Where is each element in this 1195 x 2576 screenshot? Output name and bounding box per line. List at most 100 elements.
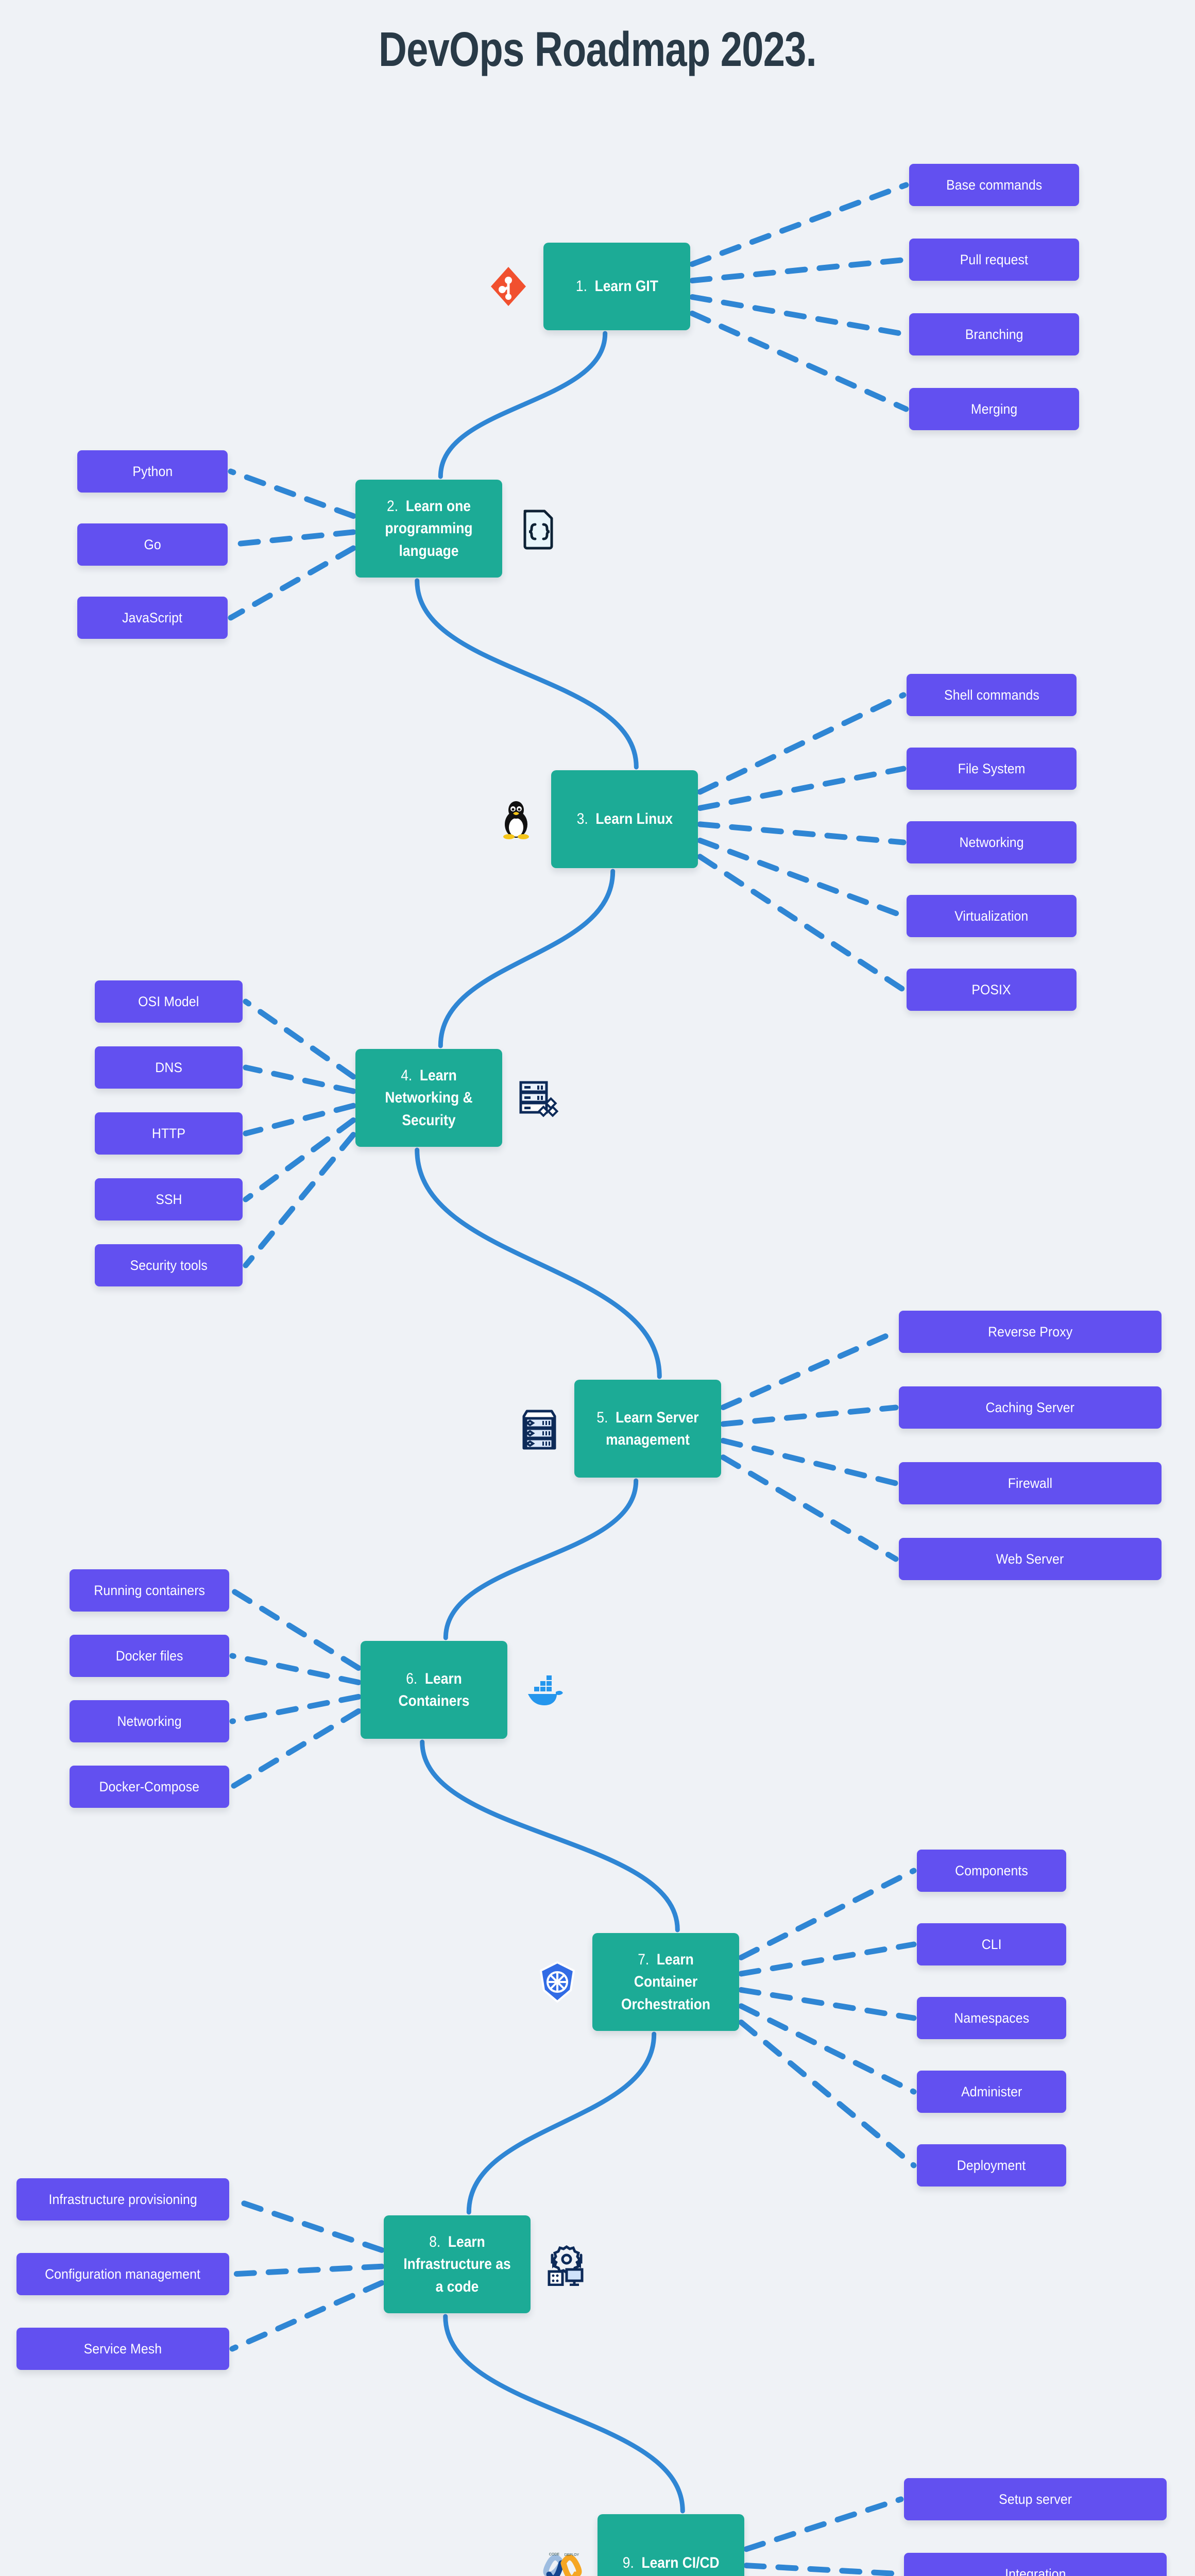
step-number: 7. bbox=[638, 1951, 657, 1968]
step-label: Learn Containers bbox=[398, 1670, 470, 1710]
leaf-label: Python bbox=[132, 463, 173, 479]
leaf-label: Docker-Compose bbox=[99, 1778, 200, 1794]
leaf-label: Docker files bbox=[115, 1648, 183, 1664]
leaf-label: Infrastructure provisioning bbox=[48, 2191, 197, 2207]
leaf-node[interactable]: POSIX bbox=[907, 969, 1077, 1011]
step-label: Learn Networking & Security bbox=[385, 1066, 473, 1129]
leaf-label: Running containers bbox=[94, 1582, 205, 1598]
step-number: 2. bbox=[387, 497, 406, 515]
server-rack-icon bbox=[518, 1407, 561, 1450]
leaf-node[interactable]: OSI Model bbox=[95, 980, 243, 1023]
leaf-node[interactable]: JavaScript bbox=[77, 597, 228, 639]
leaf-node[interactable]: Base commands bbox=[909, 164, 1079, 206]
step-number: 8. bbox=[429, 2233, 448, 2250]
leaf-label: Shell commands bbox=[944, 687, 1039, 703]
leaf-label: Deployment bbox=[957, 2157, 1026, 2173]
leaf-label: Administer bbox=[961, 2083, 1022, 2099]
step-node-1[interactable]: 1. Learn GIT bbox=[543, 243, 690, 330]
leaf-node[interactable]: Integration bbox=[904, 2553, 1167, 2576]
step-number: 5. bbox=[596, 1409, 616, 1426]
leaf-label: CLI bbox=[981, 1936, 1002, 1952]
leaf-label: Firewall bbox=[1008, 1475, 1053, 1491]
step-label: Learn Container Orchestration bbox=[621, 1951, 711, 2013]
svg-text:CODE: CODE bbox=[549, 2553, 560, 2556]
leaf-label: POSIX bbox=[971, 981, 1012, 997]
leaf-label: File System bbox=[958, 760, 1026, 776]
step-node-6[interactable]: 6. Learn Containers bbox=[361, 1641, 507, 1739]
step-label: Learn Infrastructure as a code bbox=[403, 2233, 511, 2295]
leaf-label: Components bbox=[955, 1862, 1028, 1878]
step-node-9[interactable]: 9. Learn CI/CD bbox=[598, 2514, 744, 2576]
leaf-label: Service Mesh bbox=[83, 2341, 162, 2357]
svg-text:DEPLOY: DEPLOY bbox=[565, 2553, 579, 2557]
leaf-label: SSH bbox=[155, 1191, 182, 1207]
step-number: 1. bbox=[575, 278, 595, 295]
step-node-3[interactable]: 3. Learn Linux bbox=[551, 770, 698, 868]
leaf-node[interactable]: Deployment bbox=[917, 2144, 1066, 2187]
step-node-5[interactable]: 5. Learn Server management bbox=[574, 1380, 721, 1478]
leaf-node[interactable]: Web Server bbox=[899, 1538, 1162, 1580]
network-server-icon bbox=[517, 1076, 560, 1120]
leaf-label: Merging bbox=[970, 401, 1018, 417]
leaf-label: Setup server bbox=[999, 2491, 1072, 2507]
leaf-node[interactable]: Caching Server bbox=[899, 1386, 1162, 1429]
leaf-node[interactable]: Running containers bbox=[70, 1569, 229, 1612]
leaf-node[interactable]: Python bbox=[77, 450, 228, 493]
step-number: 6. bbox=[406, 1670, 425, 1687]
leaf-node[interactable]: Components bbox=[917, 1850, 1066, 1892]
docker-whale-icon bbox=[522, 1668, 565, 1711]
leaf-node[interactable]: Administer bbox=[917, 2071, 1066, 2113]
leaf-label: Networking bbox=[117, 1713, 182, 1729]
leaf-node[interactable]: CLI bbox=[917, 1923, 1066, 1965]
step-node-8[interactable]: 8. Learn Infrastructure as a code bbox=[384, 2215, 531, 2313]
step-label: Learn Linux bbox=[595, 810, 673, 828]
leaf-node[interactable]: Security tools bbox=[95, 1244, 243, 1286]
step-node-4[interactable]: 4. Learn Networking & Security bbox=[355, 1049, 502, 1147]
step-label: Learn one programming language bbox=[385, 497, 473, 560]
leaf-node[interactable]: Setup server bbox=[904, 2478, 1167, 2520]
leaf-node[interactable]: HTTP bbox=[95, 1112, 243, 1155]
leaf-node[interactable]: Virtualization bbox=[907, 895, 1077, 937]
leaf-label: Base commands bbox=[946, 177, 1043, 193]
leaf-label: Caching Server bbox=[985, 1399, 1075, 1415]
leaf-node[interactable]: Networking bbox=[907, 821, 1077, 863]
leaf-node[interactable]: Namespaces bbox=[917, 1997, 1066, 2039]
leaf-label: Go bbox=[144, 536, 161, 552]
leaf-label: Networking bbox=[959, 834, 1024, 850]
leaf-label: Security tools bbox=[130, 1257, 208, 1273]
leaf-node[interactable]: Service Mesh bbox=[16, 2328, 229, 2370]
leaf-node[interactable]: Merging bbox=[909, 388, 1079, 430]
leaf-label: Pull request bbox=[960, 251, 1029, 267]
leaf-node[interactable]: Docker files bbox=[70, 1635, 229, 1677]
leaf-node[interactable]: Networking bbox=[70, 1700, 229, 1742]
leaf-node[interactable]: Reverse Proxy bbox=[899, 1311, 1162, 1353]
step-node-2[interactable]: 2. Learn one programming language bbox=[355, 480, 502, 578]
step-label: Learn CI/CD bbox=[641, 2554, 720, 2572]
leaf-node[interactable]: Infrastructure provisioning bbox=[16, 2178, 229, 2221]
linux-penguin-icon bbox=[494, 798, 538, 841]
leaf-node[interactable]: Go bbox=[77, 523, 228, 566]
leaf-label: Reverse Proxy bbox=[987, 1324, 1073, 1340]
leaf-label: OSI Model bbox=[138, 993, 199, 1009]
step-number: 3. bbox=[576, 810, 596, 828]
leaf-node[interactable]: Branching bbox=[909, 313, 1079, 355]
code-file-icon bbox=[517, 507, 560, 550]
leaf-node[interactable]: Pull request bbox=[909, 239, 1079, 281]
leaf-label: DNS bbox=[155, 1059, 182, 1075]
leaf-label: JavaScript bbox=[122, 609, 183, 625]
leaf-node[interactable]: Firewall bbox=[899, 1462, 1162, 1504]
leaf-node[interactable]: Shell commands bbox=[907, 674, 1077, 716]
leaf-label: Integration bbox=[1004, 2566, 1066, 2576]
leaf-node[interactable]: SSH bbox=[95, 1178, 243, 1221]
step-node-7[interactable]: 7. Learn Container Orchestration bbox=[592, 1933, 739, 2031]
kubernetes-helm-icon bbox=[536, 1960, 579, 2004]
leaf-label: Configuration management bbox=[45, 2266, 201, 2282]
step-number: 4. bbox=[401, 1066, 420, 1084]
leaf-node[interactable]: Configuration management bbox=[16, 2253, 229, 2295]
leaf-node[interactable]: Docker-Compose bbox=[70, 1766, 229, 1808]
leaf-node[interactable]: File System bbox=[907, 748, 1077, 790]
leaf-node[interactable]: DNS bbox=[95, 1046, 243, 1089]
step-number: 9. bbox=[622, 2554, 642, 2572]
leaf-label: Namespaces bbox=[954, 2010, 1029, 2026]
